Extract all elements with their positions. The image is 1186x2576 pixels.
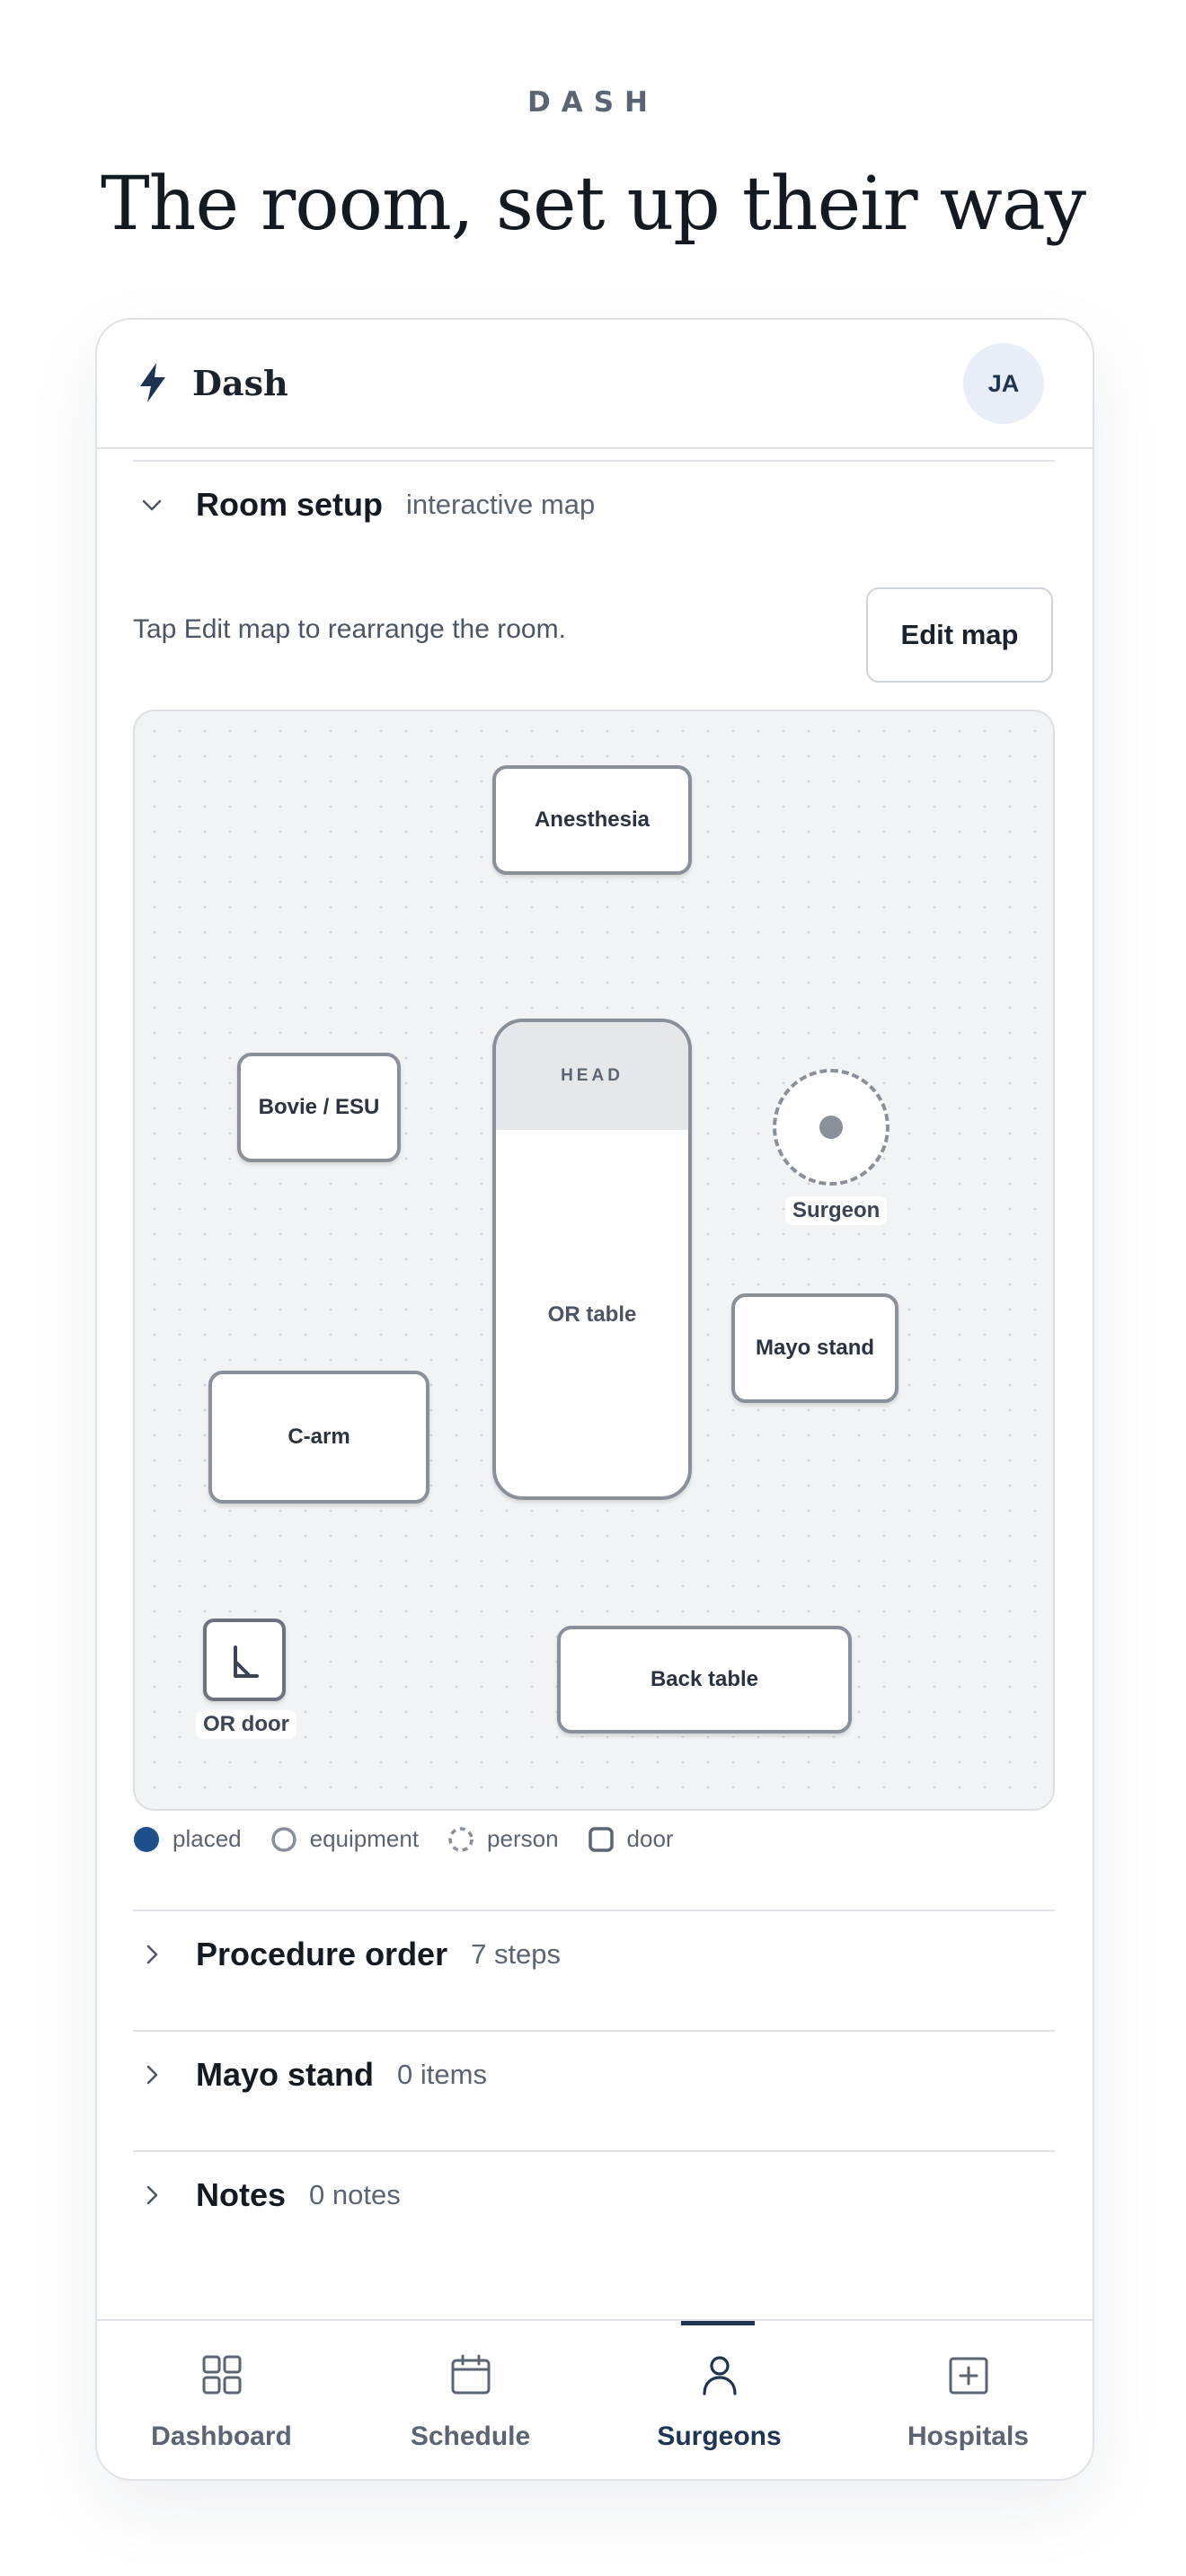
bottom-nav: Dashboard Schedule Surgeons	[97, 2319, 1093, 2479]
section-divider	[133, 1910, 1055, 1911]
surgeon-marker[interactable]	[773, 1069, 890, 1186]
room-setup-title: Room setup	[196, 486, 384, 523]
chevron-right-icon	[146, 1945, 158, 1964]
anesthesia-station[interactable]: Anesthesia	[492, 765, 692, 875]
legend-person: person	[447, 1825, 559, 1853]
nav-label: Dashboard	[151, 2422, 292, 2451]
equipment-circle-icon	[270, 1826, 296, 1852]
section-meta: 0 notes	[309, 2179, 401, 2210]
person-icon	[702, 2356, 737, 2395]
section-title: Notes	[196, 2176, 287, 2213]
or-table-label: OR table	[547, 1302, 637, 1327]
legend-door: door	[588, 1825, 674, 1853]
section-title: Mayo stand	[196, 2056, 375, 2093]
legend-equipment: equipment	[270, 1825, 419, 1853]
or-door-label: OR door	[196, 1710, 296, 1739]
eyebrow-label: DASH	[527, 86, 659, 119]
nav-label: Surgeons	[657, 2422, 782, 2451]
section-divider	[133, 2030, 1055, 2032]
mayo-stand-header[interactable]: Mayo stand 0 items	[133, 2039, 1055, 2111]
legend-equipment-label: equipment	[309, 1825, 420, 1852]
chevron-right-icon	[146, 2185, 158, 2205]
bolt-icon	[140, 363, 165, 402]
surgeon-dot	[819, 1116, 843, 1139]
procedure-order-header[interactable]: Procedure order 7 steps	[133, 1919, 1055, 1990]
or-door[interactable]	[203, 1619, 286, 1701]
header-divider	[97, 447, 1093, 449]
door-icon	[234, 1645, 259, 1678]
or-table-head: HEAD	[496, 1022, 688, 1130]
back-table[interactable]: Back table	[557, 1626, 852, 1734]
nav-label: Hospitals	[907, 2422, 1030, 2451]
room-setup-header[interactable]: Room setup interactive map	[133, 469, 1055, 541]
hero-headline: The room, set up their way	[100, 162, 1086, 247]
section-divider	[133, 460, 1055, 462]
nav-surgeons[interactable]: Surgeons	[595, 2321, 844, 2479]
hospital-plus-icon	[949, 2357, 987, 2395]
legend-door-label: door	[626, 1825, 674, 1852]
nav-schedule[interactable]: Schedule	[346, 2321, 595, 2479]
section-divider	[133, 2150, 1055, 2152]
app-header: Dash JA	[97, 320, 1093, 447]
section-title: Procedure order	[196, 1936, 448, 1972]
or-table[interactable]: HEAD OR table	[492, 1019, 692, 1500]
calendar-icon	[451, 2354, 490, 2395]
nav-dashboard[interactable]: Dashboard	[97, 2321, 346, 2479]
legend-person-label: person	[487, 1825, 559, 1852]
edit-map-button[interactable]: Edit map	[866, 587, 1053, 683]
placed-dot-icon	[134, 1826, 159, 1852]
person-dashed-icon	[448, 1826, 474, 1852]
section-meta: 0 items	[397, 2059, 487, 2090]
mayo-stand[interactable]: Mayo stand	[731, 1293, 898, 1403]
nav-hospitals[interactable]: Hospitals	[844, 2321, 1093, 2479]
app-name: Dash	[192, 363, 288, 403]
room-map[interactable]: Anesthesia Bovie / ESU HEAD OR table Sur…	[133, 710, 1055, 1811]
nav-label: Schedule	[410, 2422, 531, 2451]
legend-placed: placed	[133, 1825, 242, 1853]
avatar[interactable]: JA	[963, 343, 1044, 424]
phone-frame: Dash JA Room setup interactive map Tap E…	[95, 318, 1094, 2481]
section-meta: 7 steps	[471, 1938, 562, 1970]
map-legend: placed equipment person door	[133, 1825, 703, 1853]
notes-header[interactable]: Notes 0 notes	[133, 2159, 1055, 2231]
chevron-right-icon	[146, 2065, 158, 2085]
door-square-icon	[588, 1826, 614, 1852]
bovie-esu[interactable]: Bovie / ESU	[237, 1053, 401, 1162]
grid-icon	[202, 2355, 241, 2395]
legend-placed-label: placed	[173, 1825, 242, 1852]
room-setup-subtitle: interactive map	[406, 489, 596, 520]
active-tab-indicator	[681, 2321, 755, 2325]
chevron-down-icon	[142, 499, 162, 511]
c-arm[interactable]: C-arm	[208, 1371, 429, 1504]
surgeon-label: Surgeon	[785, 1196, 888, 1225]
edit-hint: Tap Edit map to rearrange the room.	[133, 614, 566, 644]
